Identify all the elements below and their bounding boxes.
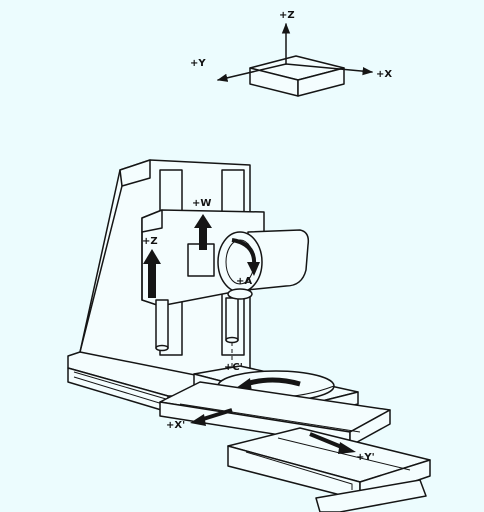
w-axis-indicator: +W (192, 198, 212, 250)
x-axis-line (285, 63, 374, 76)
rotary-head (187, 229, 310, 300)
x-axis-label: +X (376, 69, 392, 80)
quill-posts (155, 297, 239, 378)
machine-bed (227, 427, 431, 512)
c-axis-label: +C' (224, 362, 243, 373)
y-axis-label: +Y (190, 58, 206, 69)
z-axis-machine-label: +Z (142, 236, 158, 247)
machine-tool: +W +Z +A +C' (67, 159, 431, 512)
x-axis-machine-indicator: +X' (166, 408, 233, 431)
reference-coordinate-system: +Z +Y +X (190, 10, 392, 97)
y-axis-machine-label: +Y' (356, 452, 375, 463)
workpiece-box (249, 55, 345, 97)
y-axis-machine-indicator: +Y' (309, 432, 375, 463)
a-axis-indicator: +A (231, 238, 260, 287)
z-axis-indicator: +Z (142, 236, 161, 298)
y-axis-line (216, 63, 287, 82)
w-axis-label: +W (192, 198, 211, 209)
z-axis-label: +Z (279, 10, 295, 21)
a-axis-label: +A (236, 276, 252, 287)
x-axis-machine-label: +X' (166, 420, 185, 431)
